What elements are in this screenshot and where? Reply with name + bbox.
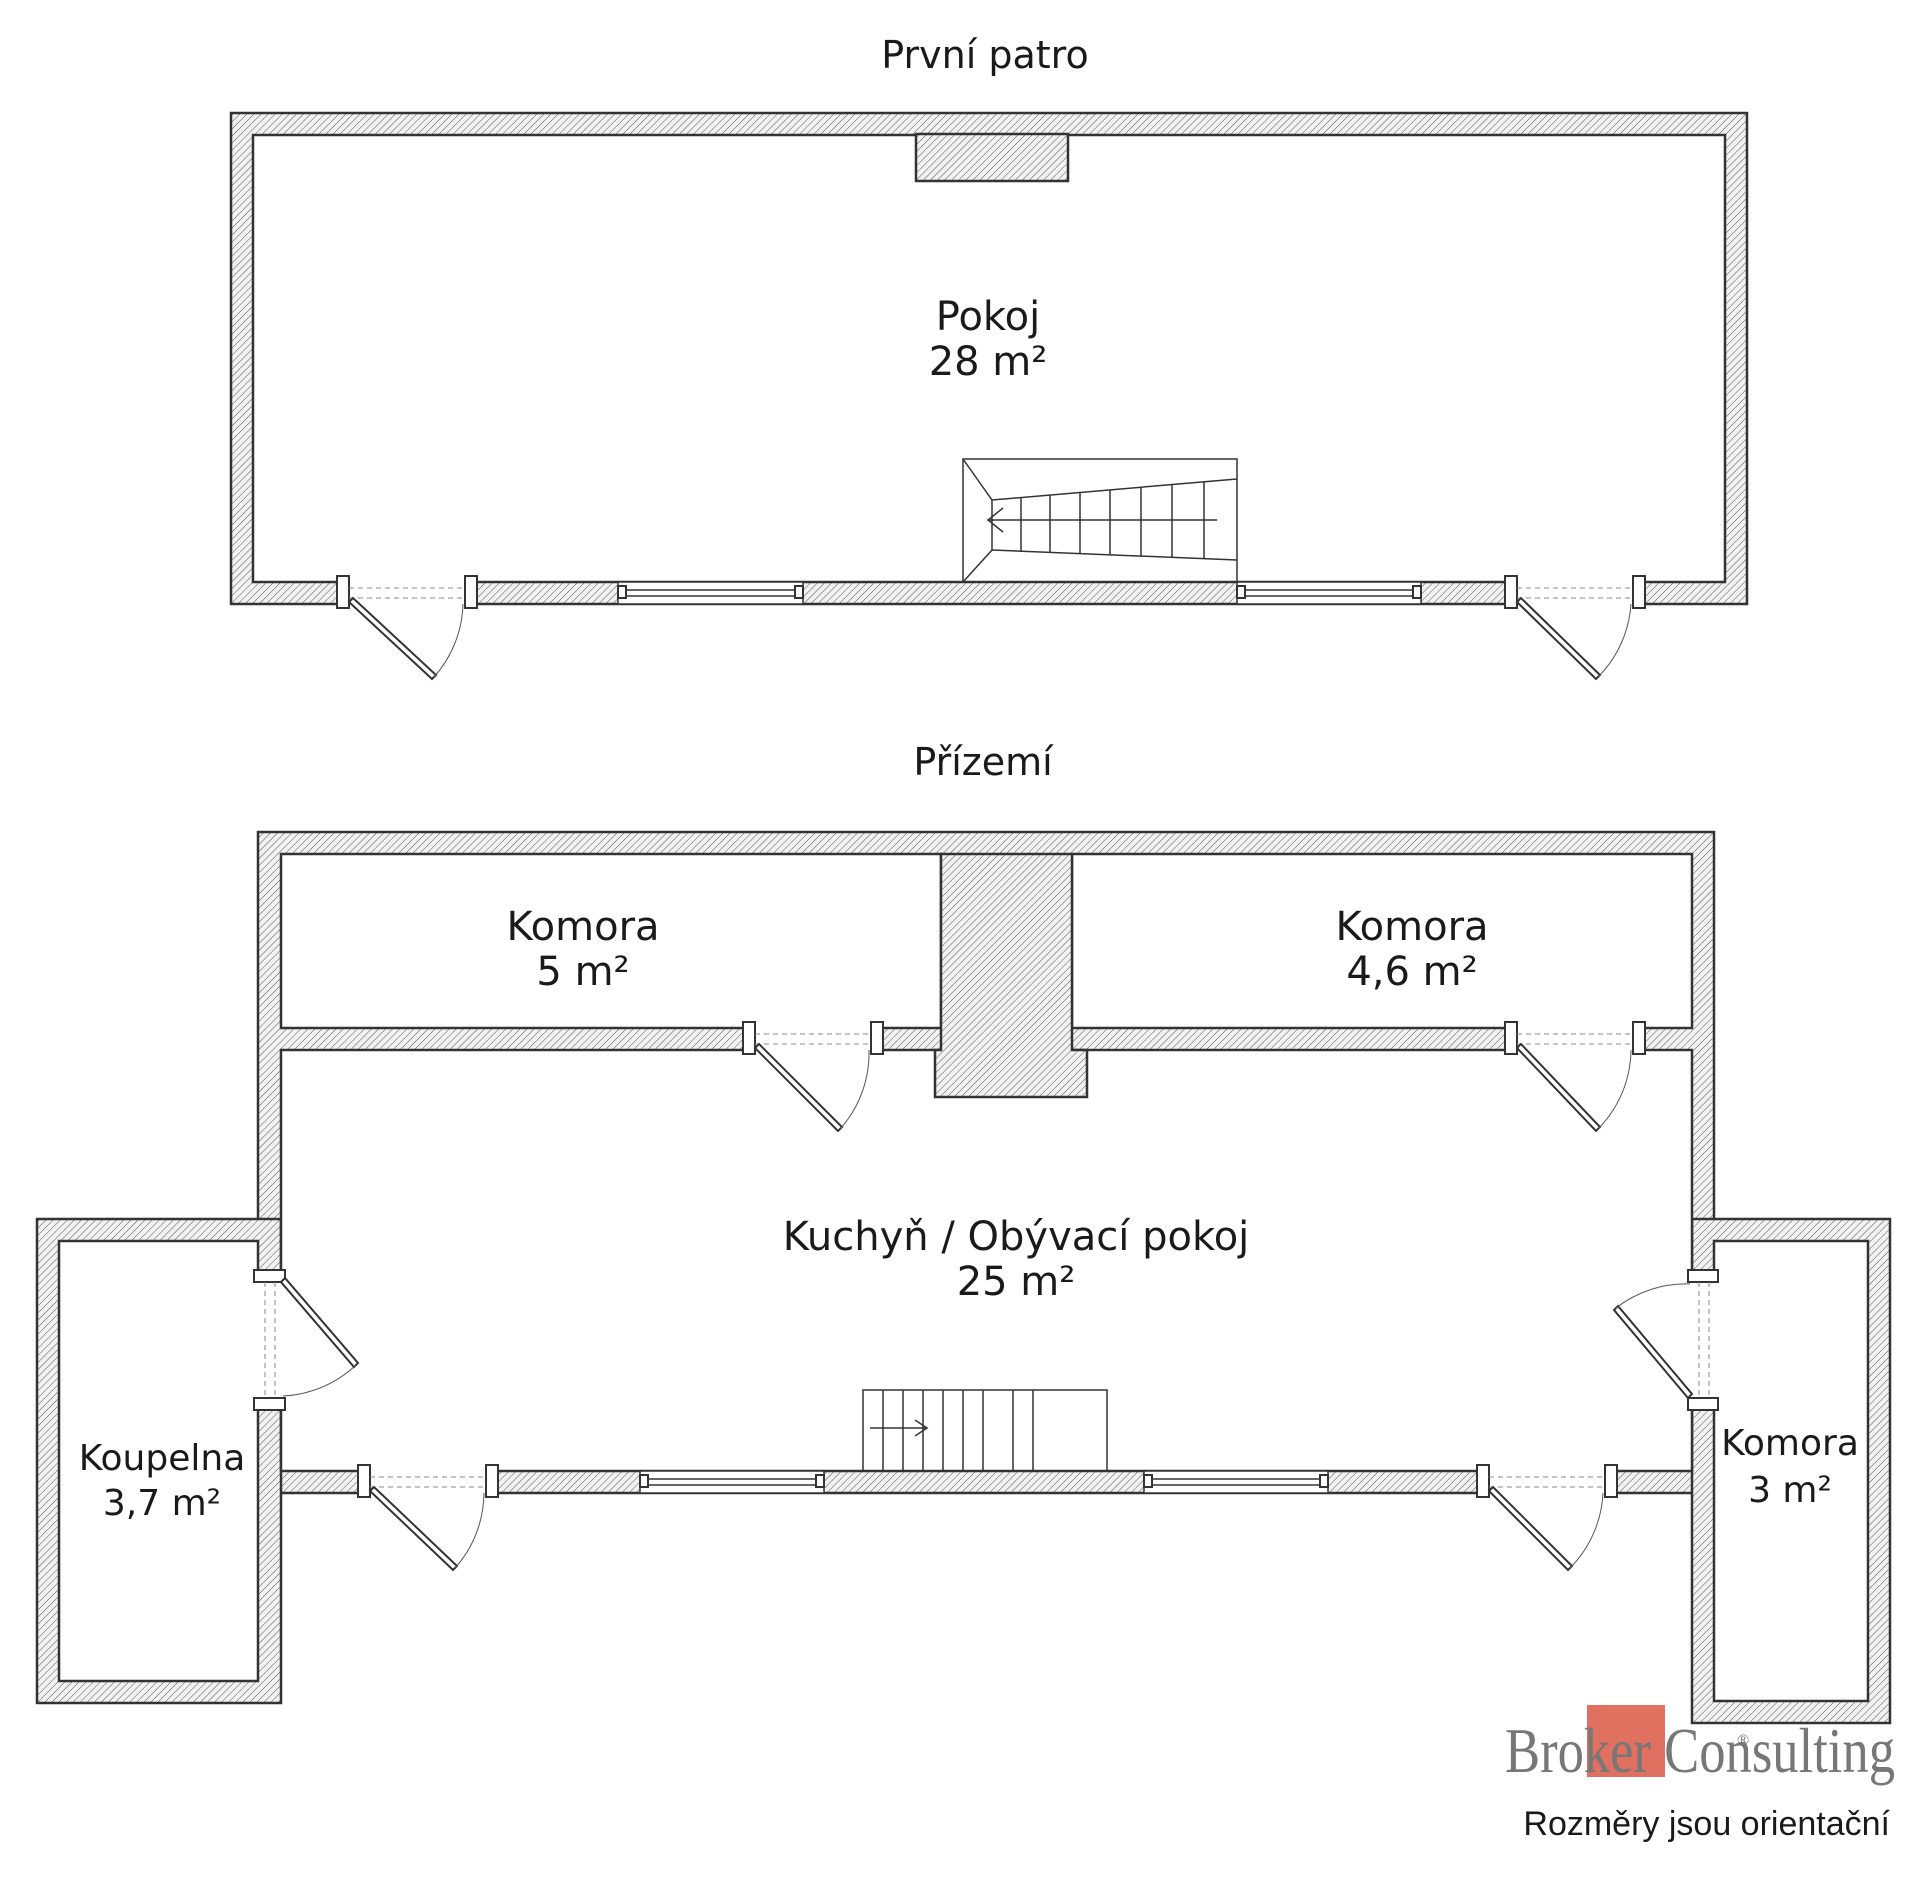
living-kitchen-area: 25 m² (957, 1259, 1076, 1305)
storage-left-name: Komora (506, 904, 659, 950)
ground-staircase (862, 1389, 1108, 1472)
broker-consulting-logo: Broker Consulting ® (1505, 1705, 1895, 1786)
upper-door-right (1504, 575, 1646, 681)
ground-floor-plan: Přízemí (35, 740, 1892, 1725)
storage-right-name: Komora (1335, 904, 1488, 950)
storage-right-door (1504, 1021, 1646, 1133)
upper-floor-plan: První patro (229, 33, 1749, 681)
bathroom-area: 3,7 m² (103, 1483, 221, 1524)
ground-door-right (1476, 1464, 1618, 1572)
ground-chimney (933, 852, 1089, 1099)
storage-left-door (742, 1021, 884, 1133)
bathroom-interior (57, 1239, 260, 1683)
upper-room-name: Pokoj (936, 294, 1041, 340)
ground-door-left (357, 1464, 499, 1572)
ground-floor-title: Přízemí (913, 740, 1054, 784)
logo-registered-mark: ® (1737, 1732, 1749, 1749)
storage-small-door (1612, 1269, 1719, 1411)
storage-right-interior (1070, 852, 1694, 1030)
ground-window-1 (639, 1470, 825, 1494)
upper-window-2 (1236, 581, 1422, 605)
bathroom-door (253, 1269, 360, 1411)
upper-window-1 (617, 581, 804, 605)
logo-accent-square (1587, 1705, 1665, 1777)
upper-staircase (962, 458, 1238, 583)
storage-small-interior (1712, 1239, 1870, 1703)
living-kitchen-interior (279, 1048, 1694, 1473)
storage-small-area: 3 m² (1748, 1470, 1832, 1511)
dimensions-note: Rozměry jsou orientační (1523, 1805, 1890, 1843)
ground-window-2 (1143, 1470, 1329, 1494)
bathroom-name: Koupelna (79, 1438, 246, 1479)
upper-room-interior (251, 133, 1727, 584)
living-kitchen-name: Kuchyň / Obývací pokoj (783, 1214, 1250, 1260)
logo-wordmark: Broker Consulting (1505, 1715, 1895, 1786)
upper-floor-title: První patro (881, 33, 1088, 77)
upper-room-area: 28 m² (929, 339, 1048, 385)
storage-left-area: 5 m² (536, 949, 629, 995)
storage-small-name: Komora (1721, 1423, 1859, 1464)
upper-door-left (336, 575, 478, 681)
upper-chimney (914, 132, 1070, 183)
storage-right-area: 4,6 m² (1346, 949, 1477, 995)
